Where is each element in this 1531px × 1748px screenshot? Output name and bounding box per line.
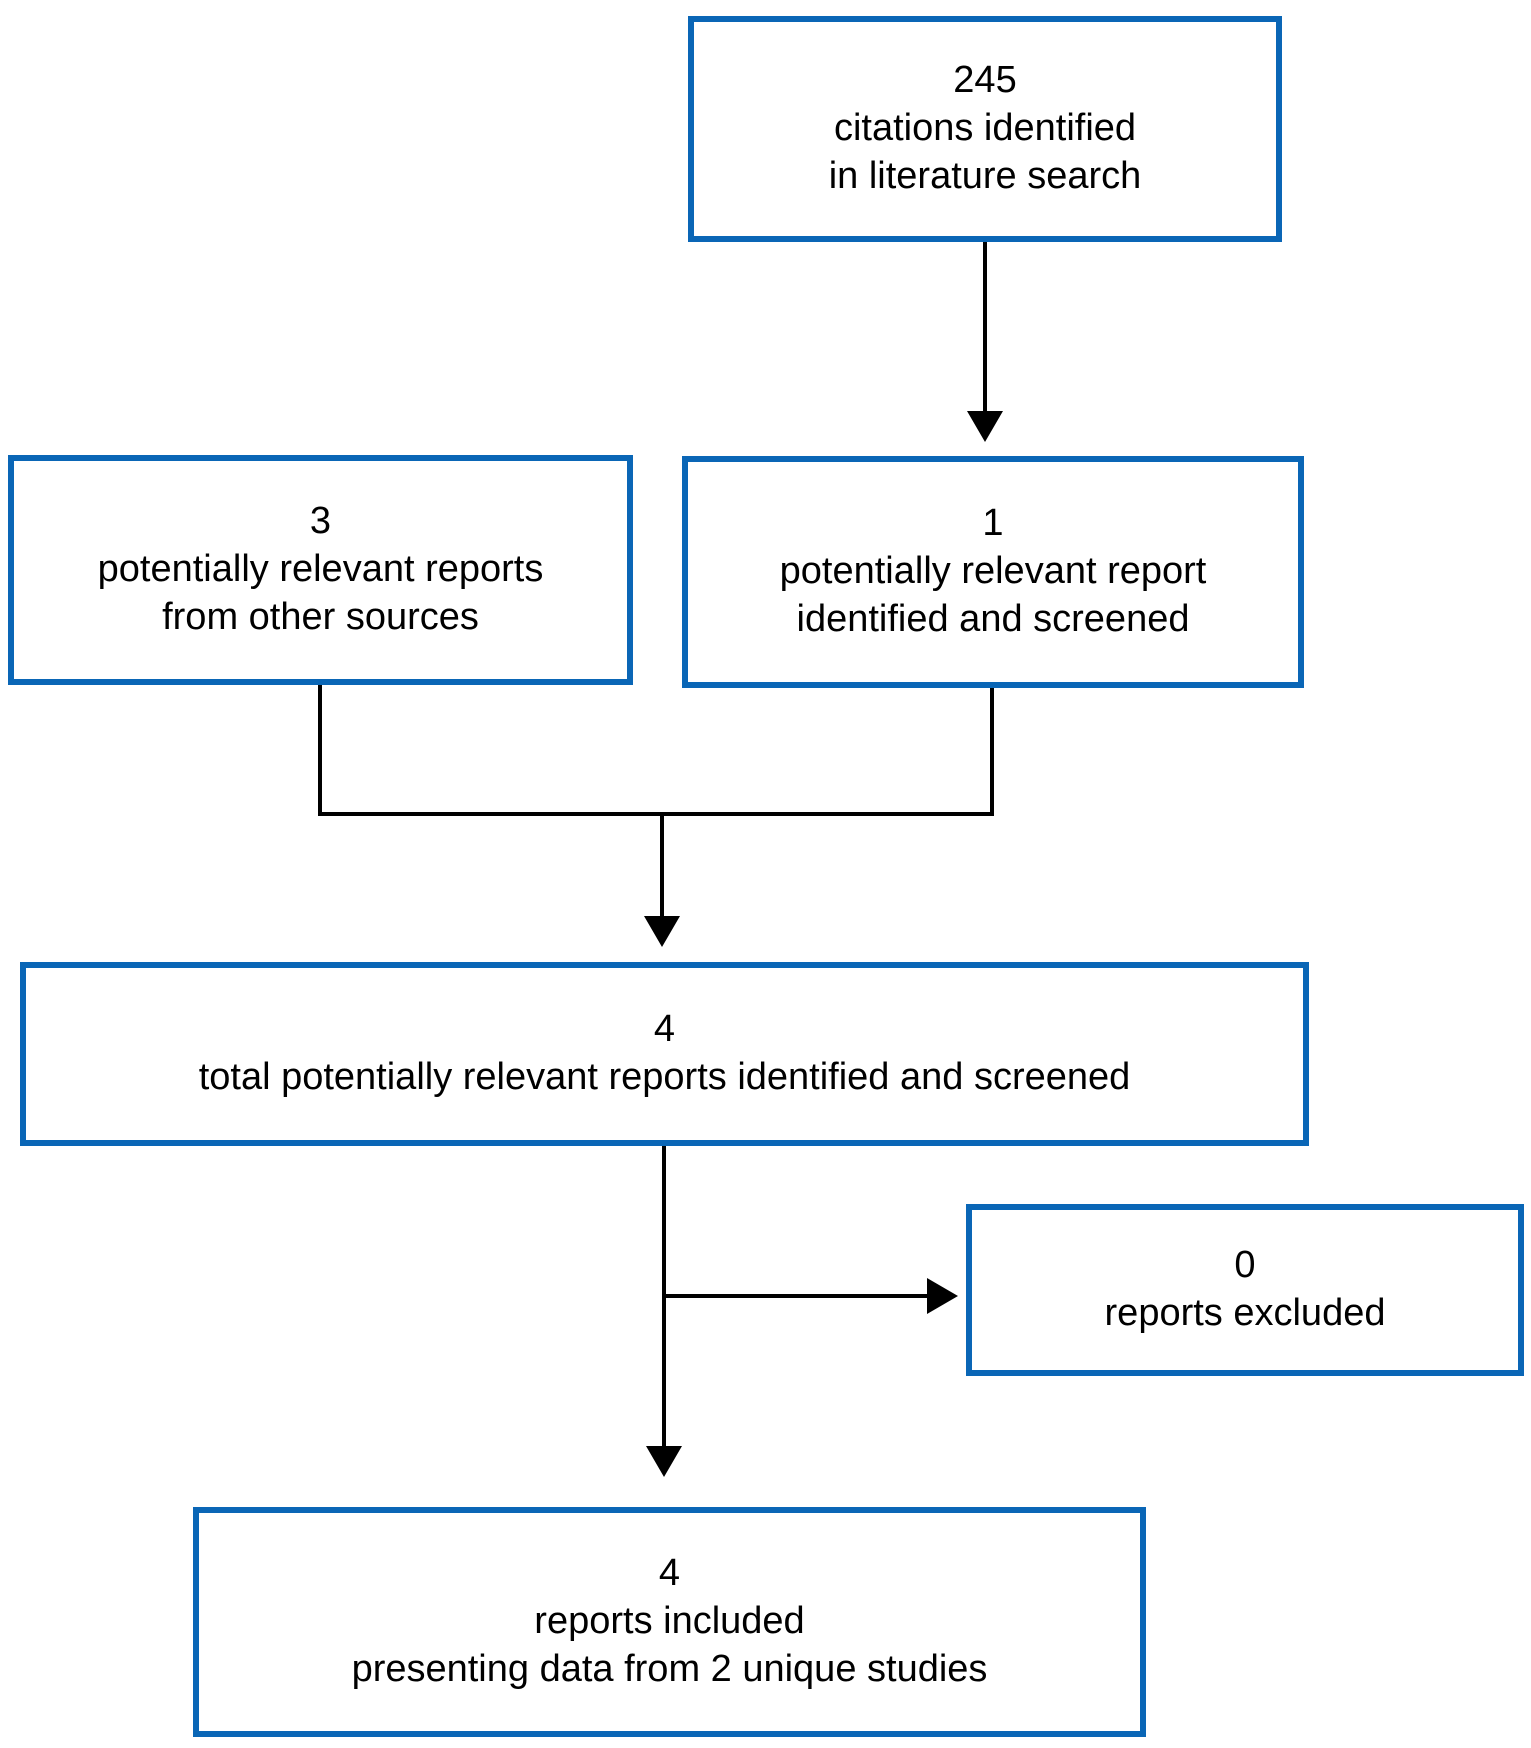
node-citations-identified: 245 citations identified in literature s… xyxy=(688,16,1282,242)
node-reports-excluded-line1: reports excluded xyxy=(1104,1292,1386,1334)
node-reports-excluded: 0 reports excluded xyxy=(966,1204,1524,1376)
node-report-screened-count: 1 xyxy=(982,502,1004,545)
node-citations-count: 245 xyxy=(953,59,1017,102)
connector-other-sources-down xyxy=(318,685,322,816)
node-other-sources-count: 3 xyxy=(309,500,332,543)
node-total-screened-line1: total potentially relevant reports ident… xyxy=(198,1056,1131,1098)
arrowhead-into-included-icon xyxy=(646,1446,682,1477)
node-reports-included-line1: reports included xyxy=(534,1600,805,1643)
node-other-sources-line2: from other sources xyxy=(162,595,479,638)
connector-citations-to-screened xyxy=(983,242,987,411)
node-total-screened: 4 total potentially relevant reports ide… xyxy=(20,962,1309,1146)
connector-merge-to-total xyxy=(660,814,664,916)
node-report-screened: 1 potentially relevant report identified… xyxy=(682,456,1304,688)
connector-merge-horizontal xyxy=(318,812,994,816)
node-reports-included: 4 reports included presenting data from … xyxy=(193,1507,1146,1737)
node-other-sources-line1: potentially relevant reports xyxy=(97,548,544,591)
node-reports-excluded-count: 0 xyxy=(1234,1244,1256,1287)
node-citations-line1: citations identified xyxy=(833,107,1137,150)
node-reports-included-line2: presenting data from 2 unique studies xyxy=(351,1647,988,1690)
connector-branch-to-excluded xyxy=(662,1294,928,1298)
node-other-sources: 3 potentially relevant reports from othe… xyxy=(8,455,633,685)
node-reports-included-count: 4 xyxy=(658,1552,681,1595)
arrowhead-into-excluded-icon xyxy=(927,1278,958,1314)
arrowhead-into-total-icon xyxy=(644,916,680,947)
node-citations-line2: in literature search xyxy=(828,154,1142,197)
connector-screened-down xyxy=(990,688,994,816)
node-report-screened-line1: potentially relevant report xyxy=(779,550,1207,593)
node-total-screened-count: 4 xyxy=(653,1008,676,1051)
arrowhead-into-screened-icon xyxy=(967,411,1003,442)
node-report-screened-line2: identified and screened xyxy=(796,597,1190,640)
